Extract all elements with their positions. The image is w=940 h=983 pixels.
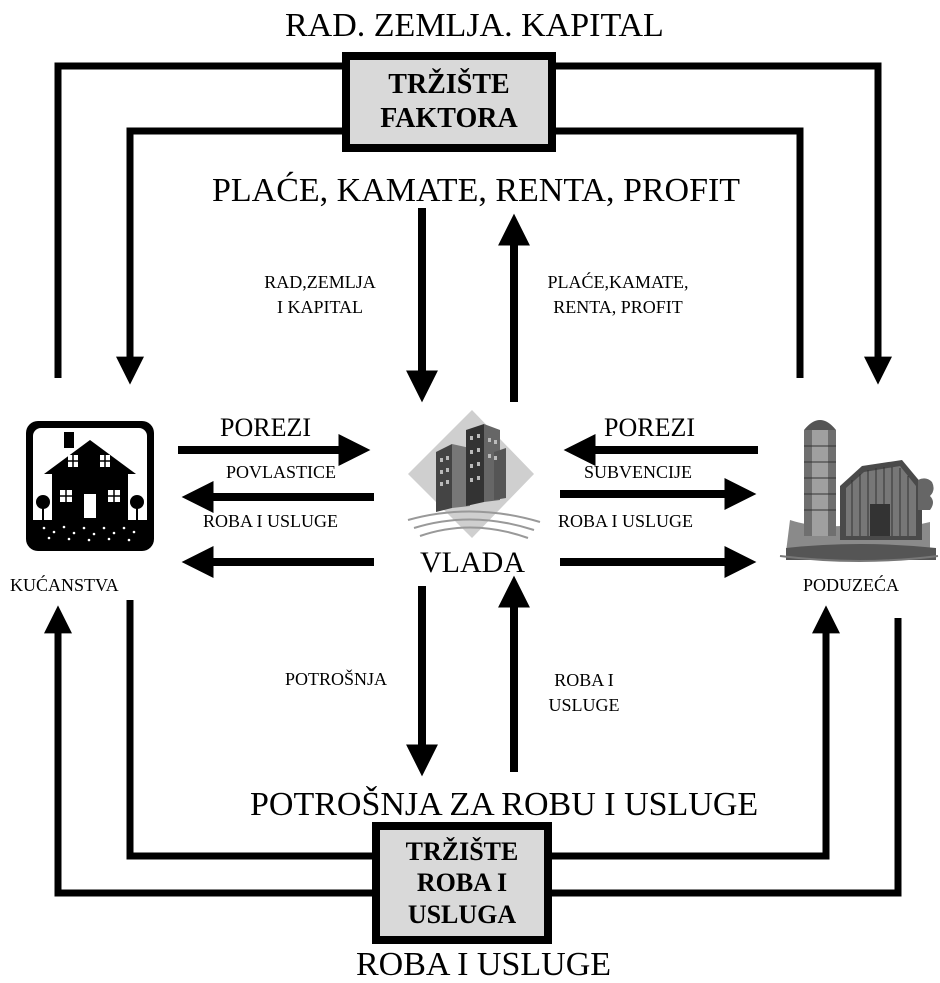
firms-label: PODUZEĆA — [803, 575, 900, 595]
goods-market-to-firms-arrow — [552, 605, 840, 860]
factor-market-to-households-arrow — [116, 127, 342, 385]
goods-market-label: TRŽIŠTE ROBA I USLUGA — [405, 837, 519, 929]
goods-market-box: TRŽIŠTE ROBA I USLUGA — [372, 822, 552, 944]
households-to-goods-market-line — [126, 600, 372, 860]
spending-on-goods-label: POTROŠNJA ZA ROBU I USLUGE — [250, 786, 759, 823]
goods-and-services-label: ROBA I USLUGE — [356, 946, 612, 983]
factors-to-government-label: RAD,ZEMLJA I KAPITAL — [264, 272, 376, 318]
firms-taxes-label: POREZI — [604, 413, 695, 442]
government-spending-label: POTROŠNJA — [285, 669, 388, 689]
benefits-label: POVLASTICE — [226, 462, 337, 482]
goods-to-firms-label: ROBA I USLUGE — [558, 511, 694, 531]
factors-of-production-label: RAD. ZEMLJA. KAPITAL — [285, 7, 664, 44]
buildings-icon — [407, 410, 541, 539]
households-to-factor-market-line — [54, 62, 342, 378]
households-label: KUĆANSTVA — [10, 575, 119, 595]
income-flow-label: PLAĆE, KAMATE, RENTA, PROFIT — [212, 172, 741, 209]
government-income-label: PLAĆE,KAMATE, RENTA, PROFIT — [547, 272, 689, 318]
goods-to-government-label: ROBA I USLUGE — [548, 670, 620, 716]
households-taxes-label: POREZI — [220, 413, 311, 442]
firms-to-factor-market-line — [556, 127, 804, 378]
factor-market-label: TRŽIŠTE FAKTORA — [380, 69, 518, 134]
house-icon — [26, 421, 154, 551]
farm-barn-icon — [779, 420, 939, 562]
government-label: VLADA — [420, 546, 525, 579]
factor-market-box: TRŽIŠTE FAKTORA — [342, 52, 556, 152]
subsidies-label: SUBVENCIJE — [584, 462, 693, 482]
firms-to-goods-market-line — [552, 618, 902, 897]
goods-market-to-households-arrow — [44, 605, 372, 897]
goods-to-households-label: ROBA I USLUGE — [203, 511, 339, 531]
factor-market-to-firms-arrow — [556, 62, 892, 385]
